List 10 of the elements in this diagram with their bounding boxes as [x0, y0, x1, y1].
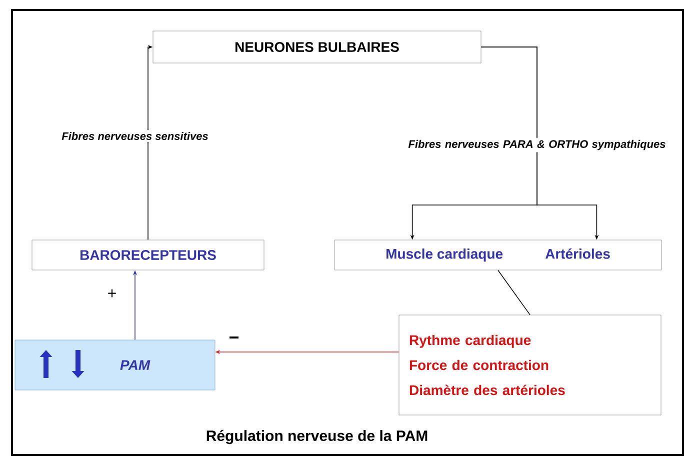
sensor-box: BARORECEPTEURS [32, 240, 264, 270]
caption: Régulation nerveuse de la PAM [206, 430, 428, 444]
pressure-box: PAM [14, 340, 216, 390]
edge-label: Fibres nerveuses PARA & ORTHO sympathiques [400, 138, 674, 152]
edge-label: Fibres nerveuses sensitives [60, 130, 210, 142]
title-box: NEURONES BULBAIRES [152, 30, 482, 64]
effects-box: Rythme cardiaque Force de contraction Diamètre des artérioles [398, 314, 662, 416]
edge-label: − [226, 334, 242, 346]
effector-box: Muscle cardiaque Artérioles [334, 240, 662, 270]
edge-label: + [105, 287, 119, 301]
